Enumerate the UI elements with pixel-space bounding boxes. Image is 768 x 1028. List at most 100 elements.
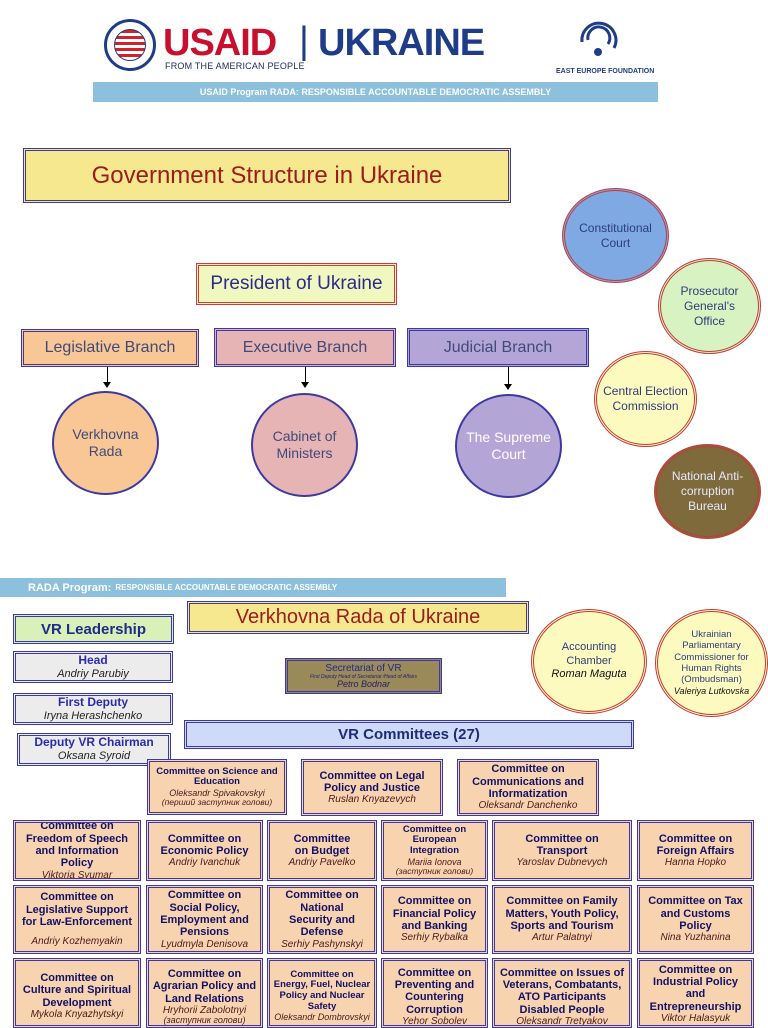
leadership-role: Head — [78, 652, 108, 667]
ombudsman-circle: Ukrainian Parliamentary Commissioner for… — [655, 609, 768, 717]
prosecutor-circle: Prosecutor General's Office — [658, 258, 761, 354]
committee-title: Committee on Agrarian Policy and Land Re… — [152, 968, 257, 1005]
legislative-connector — [107, 367, 108, 383]
committee-title: Committee on Culture and Spiritual Devel… — [22, 971, 132, 1009]
committee-title: Committee on Industrial Policy and Entre… — [649, 963, 742, 1013]
committee-chair: Andriy Kozhemyakin — [31, 936, 123, 948]
legislative-branch: Legislative Branch — [21, 329, 199, 367]
committee-chair: Hanna Hopko — [664, 857, 727, 869]
committee-title: Committee on Preventing and Countering C… — [394, 966, 475, 1016]
leadership-role: First Deputy — [57, 694, 128, 709]
committee-card: Committee on Economic Policy Andriy Ivan… — [146, 820, 263, 881]
anticorruption-label: National Anti-corruption Bureau — [671, 469, 744, 513]
leadership-head: Head Andriy Parubiy — [13, 651, 173, 683]
leadership-first-deputy: First Deputy Iryna Herashchenko — [13, 693, 173, 725]
structure-title: Government Structure in Ukraine — [23, 148, 511, 203]
committee-chair: Mariia Ionova — [407, 856, 462, 867]
accounting-chamber-title: Accounting Chamber — [561, 640, 617, 667]
accounting-chamber-circle: Accounting Chamber Roman Maguta — [531, 609, 647, 714]
committee-card: Committee on Issues of Veterans, Combata… — [492, 958, 632, 1028]
committee-title: Committee on Legislative Support for Law… — [21, 891, 132, 929]
committee-card: Committee on Industrial Policy and Entre… — [637, 958, 754, 1028]
executive-arrow-icon — [301, 382, 309, 388]
leadership-deputy-chairman: Deputy VR Chairman Oksana Syroid — [17, 733, 171, 766]
committee-title: Committee on Budget — [293, 832, 351, 857]
verkhovna-rada-label: Verkhovna Rada — [72, 425, 139, 460]
committee-chair: Mykola Knyazhytskyi — [30, 1008, 124, 1020]
committee-chair: Yehor Sobolev — [401, 1016, 468, 1028]
election-commission-label: Central Election Commission — [603, 384, 688, 413]
vr-title: Verkhovna Rada of Ukraine — [187, 601, 529, 634]
committee-title: Committee on National Security and Defen… — [285, 889, 359, 939]
committee-title: Committee on Communications and Informat… — [472, 763, 584, 801]
usaid-tagline: FROM THE AMERICAN PEOPLE — [165, 61, 305, 71]
committee-title: Committee on Legal Policy and Justice — [319, 769, 425, 794]
committee-card: Committee on Tax and Customs Policy Nina… — [637, 885, 754, 954]
executive-branch: Executive Branch — [214, 328, 396, 367]
election-commission-circle: Central Election Commission — [594, 351, 697, 447]
committee-chair: Viktoria Syumar — [41, 869, 113, 881]
executive-connector — [305, 367, 306, 383]
secretariat-subtitle: First Deputy Head of Secretariat /Head o… — [309, 673, 418, 680]
committee-title: Committee on Economic Policy — [160, 832, 249, 857]
program-banner: USAID Program RADA: RESPONSIBLE ACCOUNTA… — [93, 82, 658, 102]
committee-note: (заступник голови) — [163, 1015, 246, 1026]
committee-card: Committee on Budget Andriy Pavelko — [267, 820, 377, 881]
committee-chair: Oleksandr Dombrovskyi — [274, 1012, 370, 1023]
committee-card: Committee on Family Matters, Youth Polic… — [492, 885, 632, 954]
committee-title: Committee on Freedom of Speech and Infor… — [25, 820, 129, 870]
committee-card: Committee on Science and Education Oleks… — [147, 759, 287, 815]
secretariat-name: Petro Bodnar — [336, 678, 391, 689]
country-wordmark: UKRAINE — [318, 22, 485, 64]
committee-chair: Oleksandr Danchenko — [478, 800, 578, 812]
cabinet-circle: Cabinet of Ministers — [251, 393, 358, 497]
secretariat-box: Secretariat of VR First Deputy Head of S… — [285, 658, 442, 694]
committee-chair: Yaroslav Dubnevych — [516, 857, 608, 869]
leadership-name: Iryna Herashchenko — [43, 709, 143, 722]
secretariat-title: Secretariat of VR — [325, 662, 402, 674]
committee-chair: Andriy Ivanchuk — [168, 857, 241, 869]
judicial-arrow-icon — [504, 384, 512, 390]
committee-title: Committee on Foreign Affairs — [656, 832, 735, 857]
committee-chair: Artur Palatnyi — [531, 932, 593, 944]
committee-chair: Serhiy Rybalka — [400, 932, 469, 944]
anticorruption-circle: National Anti-corruption Bureau — [654, 444, 761, 539]
committee-title: Committee on Energy, Fuel, Nuclear Polic… — [273, 968, 371, 1012]
cabinet-label: Cabinet of Ministers — [272, 427, 337, 462]
legislative-arrow-icon — [103, 382, 111, 388]
supreme-court-circle: The Supreme Court — [455, 394, 562, 498]
committee-card: Committee on Social Policy, Employment a… — [146, 885, 263, 954]
header-divider: | — [299, 20, 309, 62]
leadership-name: Andriy Parubiy — [57, 667, 129, 680]
committee-note: (заступник голови) — [395, 865, 474, 876]
committees-header: VR Committees (27) — [184, 720, 634, 749]
committee-title: Committee on Transport — [525, 832, 599, 857]
committee-chair: Oleksandr Spivakovskyi — [169, 787, 265, 798]
seal-shield-icon — [114, 29, 146, 61]
committee-card: Committee on European Integration Mariia… — [381, 820, 488, 881]
rada-banner-rest: RESPONSIBLE ACCOUNTABLE DEMOCRATIC ASSEM… — [115, 583, 338, 592]
committee-title: Committee on Science and Education — [156, 765, 278, 788]
committee-chair: Viktor Halasyuk — [660, 1013, 731, 1025]
committee-title: Committee on Tax and Customs Policy — [648, 895, 743, 933]
usaid-seal-logo — [104, 19, 156, 71]
prosecutor-label: Prosecutor General's Office — [680, 283, 739, 328]
committee-card: Committee on Culture and Spiritual Devel… — [13, 958, 141, 1028]
judicial-connector — [508, 367, 509, 385]
supreme-court-label: The Supreme Court — [466, 428, 551, 463]
committee-card: Committee on Communications and Informat… — [457, 759, 599, 816]
constitutional-court-circle: Constitutional Court — [562, 188, 669, 283]
committee-title: Committee on Social Policy, Employment a… — [160, 889, 249, 939]
committee-card: Committee on Legislative Support for Law… — [13, 885, 141, 954]
verkhovna-rada-circle: Verkhovna Rada — [52, 391, 159, 495]
committee-note: (перший заступник голови) — [161, 796, 273, 807]
east-europe-foundation-logo-icon — [580, 21, 618, 56]
vr-leadership-title: VR Leadership — [13, 614, 174, 644]
committee-title: Committee on Family Matters, Youth Polic… — [505, 895, 619, 933]
committee-card: Committee on National Security and Defen… — [267, 885, 377, 954]
committee-card: Committee on Freedom of Speech and Infor… — [13, 820, 141, 881]
committee-chair: Andriy Pavelko — [288, 857, 356, 869]
committee-title: Committee on European Integration — [402, 823, 467, 857]
president-box: President of Ukraine — [196, 263, 397, 305]
committee-card: Committee on Energy, Fuel, Nuclear Polic… — [267, 958, 377, 1028]
